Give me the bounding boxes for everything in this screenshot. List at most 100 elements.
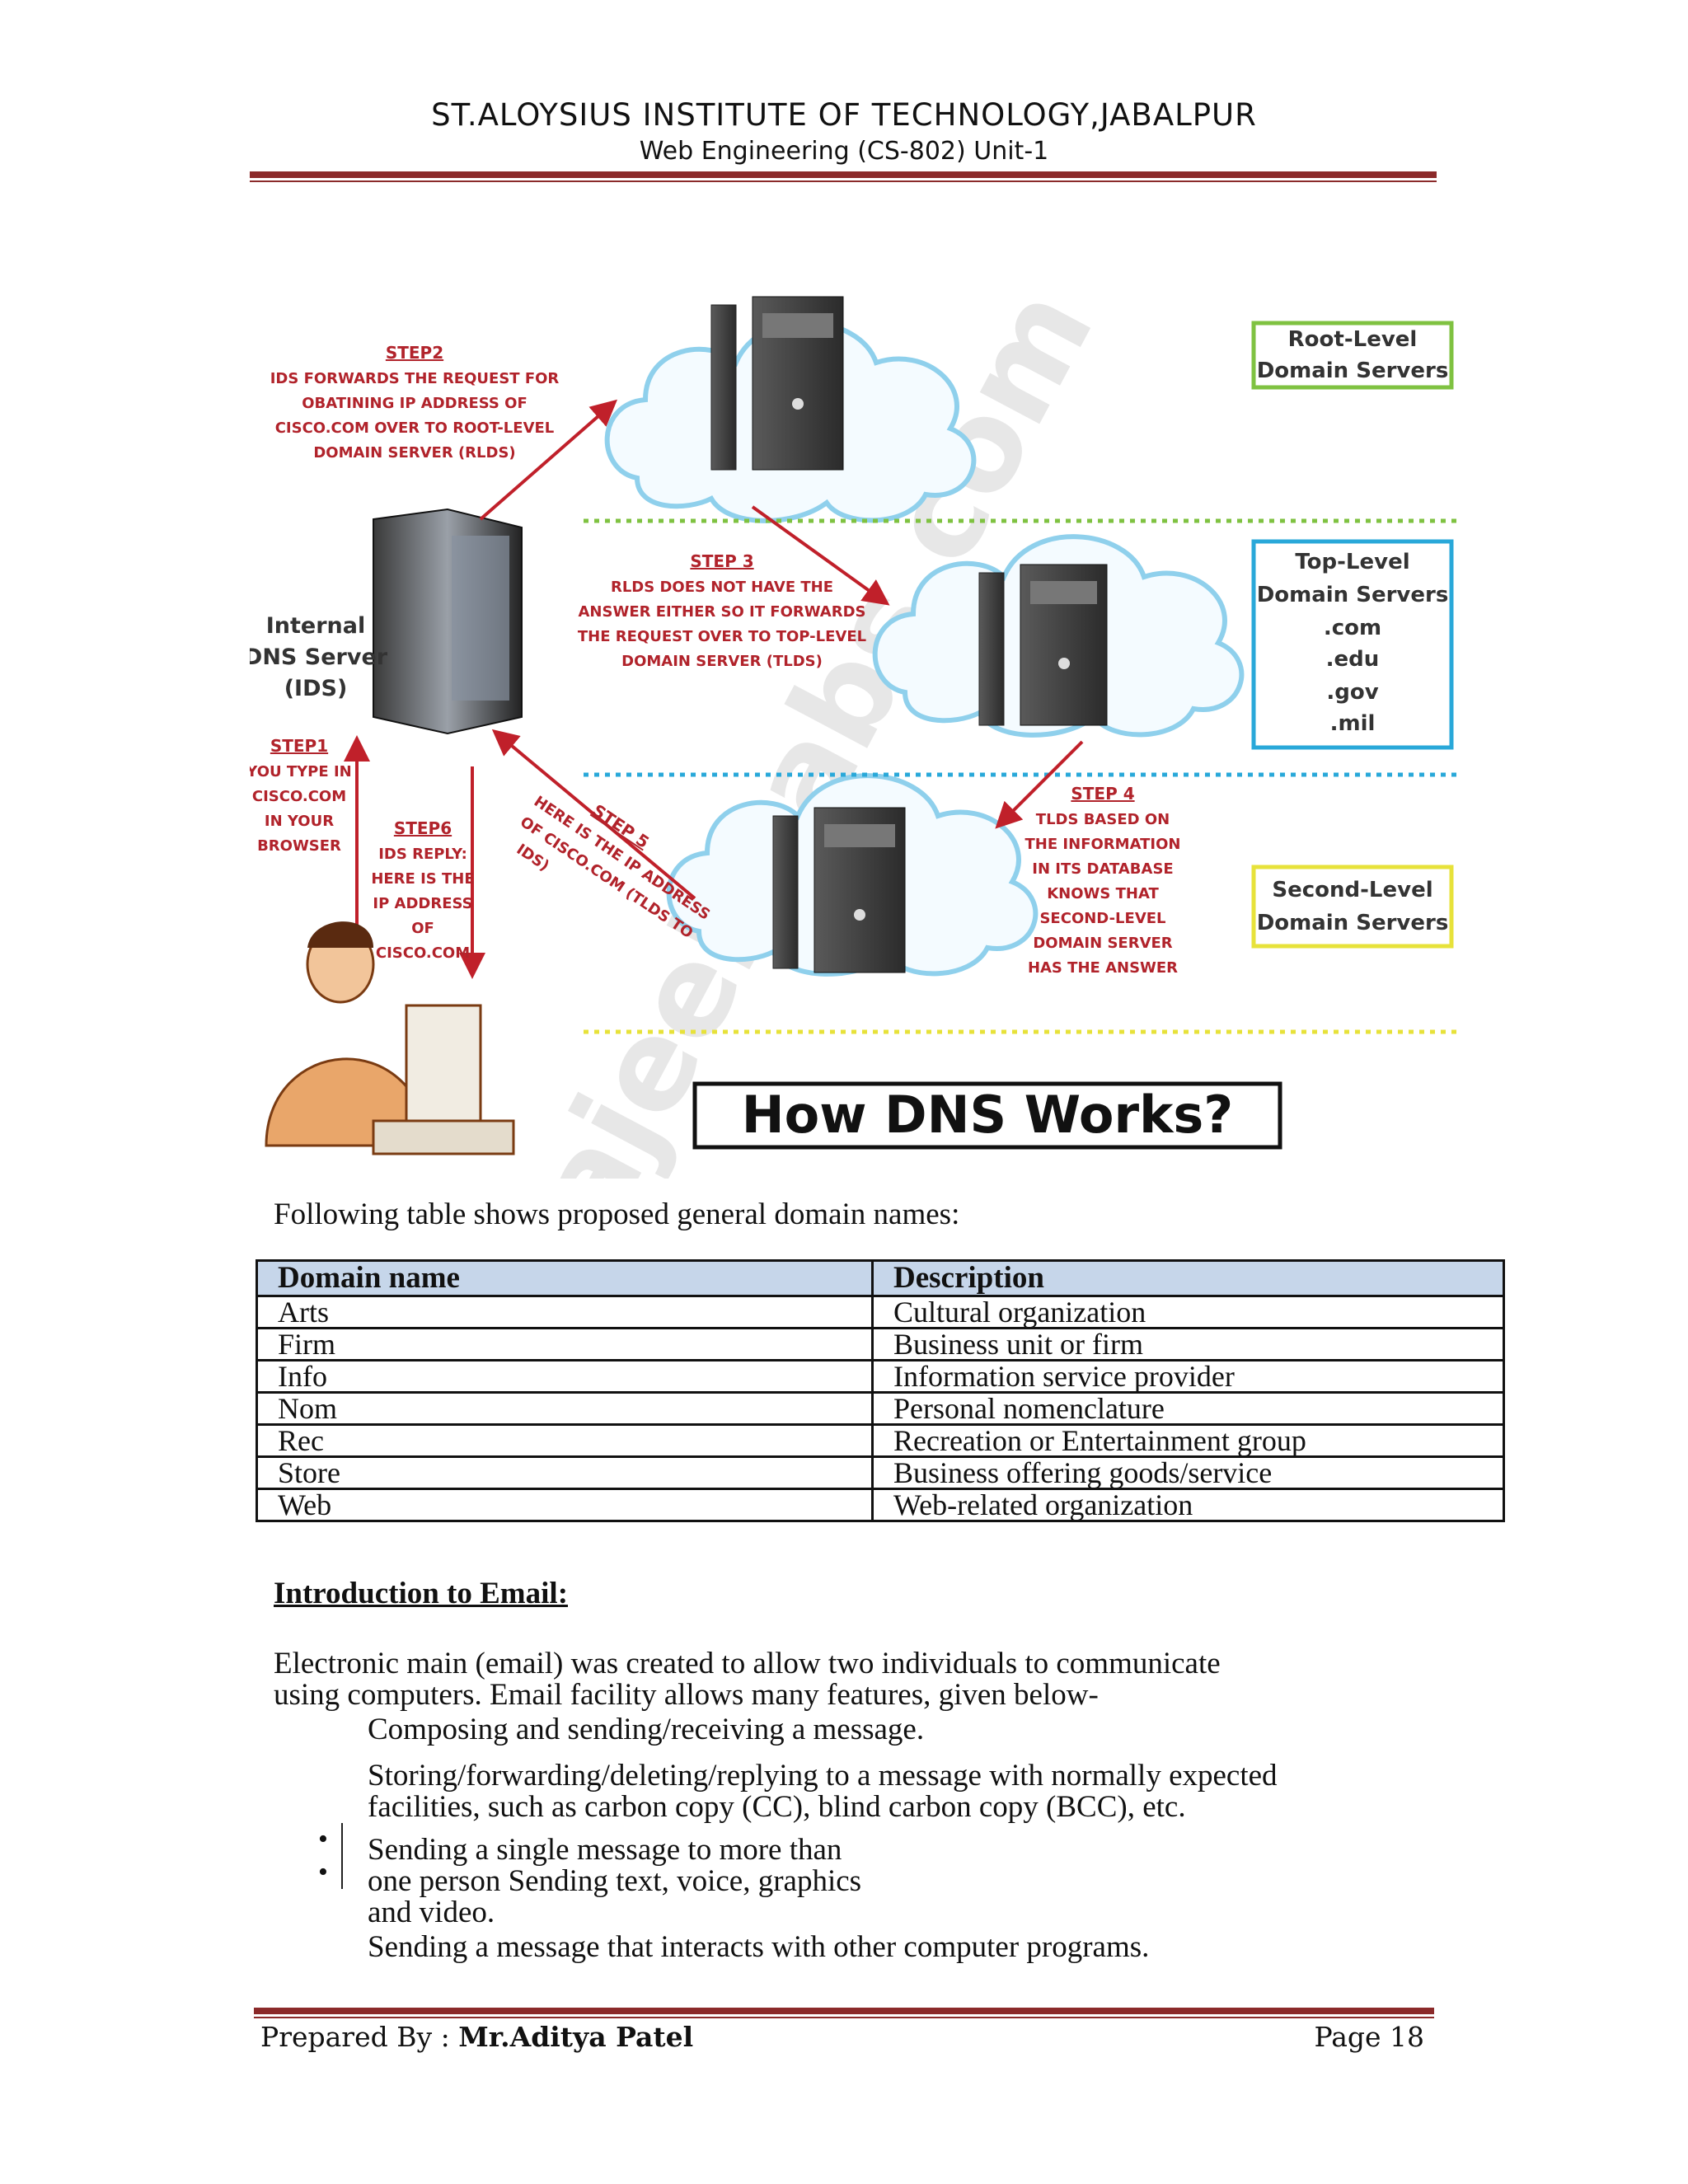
ids-label-3: (IDS) [284,676,348,701]
domain-cell: Rec [256,1423,874,1458]
step2-text: STEP2 IDS FORWARDS THE REQUEST FOR OBATI… [270,343,560,462]
page-number: Page 18 [1314,2021,1424,2053]
page-header-subtitle: Web Engineering (CS-802) Unit-1 [639,137,1049,166]
svg-text:THE REQUEST OVER TO TOP-LEVEL: THE REQUEST OVER TO TOP-LEVEL [578,628,866,645]
step1-text: STEP1 YOU TYPE IN CISCO.COM IN YOUR BROW… [250,736,352,855]
table-intro-text: Following table shows proposed general d… [274,1197,960,1231]
user-at-computer-icon [265,921,515,1155]
bullet-divider [341,1823,343,1889]
description-cell: Personal nomenclature [871,1391,1505,1426]
svg-text:THE INFORMATION: THE INFORMATION [1025,836,1181,853]
table-header-row: Domain name Description [256,1259,1505,1297]
cloud-top [872,534,1245,738]
domain-cell: Web [256,1488,874,1522]
svg-text:How DNS Works?: How DNS Works? [742,1085,1233,1145]
domain-cell: Info [256,1359,874,1394]
domain-cell: Arts [256,1295,874,1329]
ids-label-2: DNS Server [250,644,388,670]
prepared-label: Prepared By : [260,2021,459,2053]
column-header-domain-name: Domain name [256,1259,874,1297]
header-rule [250,171,1437,182]
paragraph-line: Electronic main (email) was created to a… [274,1647,1221,1680]
svg-text:IDS REPLY:: IDS REPLY: [378,846,467,863]
svg-text:Second-Level: Second-Level [1272,878,1432,902]
svg-text:OF: OF [411,920,434,937]
svg-text:STEP 4: STEP 4 [1071,784,1134,804]
svg-text:Root-Level: Root-Level [1288,327,1418,352]
description-cell: Web-related organization [871,1488,1505,1522]
bullet-icon: • [318,1824,328,1854]
svg-text:IN ITS DATABASE: IN ITS DATABASE [1032,860,1173,878]
svg-text:YOU TYPE IN: YOU TYPE IN [250,763,352,780]
paragraph-line: using computers. Email facility allows m… [274,1678,1099,1712]
svg-text:.com: .com [1324,616,1381,640]
svg-text:KNOWS THAT: KNOWS THAT [1047,885,1159,902]
domain-cell: Firm [256,1327,874,1361]
svg-text:DOMAIN SERVER (RLDS): DOMAIN SERVER (RLDS) [313,444,515,462]
cloud-root [604,296,977,523]
svg-text:TLDS BASED ON: TLDS BASED ON [1036,811,1170,828]
svg-text:OBATINING IP ADDRESS OF: OBATINING IP ADDRESS OF [302,395,528,412]
section-title-email: Introduction to Email: [274,1577,569,1610]
svg-text:.edu: .edu [1326,647,1380,672]
top-level-box: Top-Level Domain Servers .com .edu .gov … [1251,539,1454,750]
cloud-second [666,773,1039,977]
bullet-markers: • • [318,1823,328,1889]
email-intro-paragraph: Electronic main (email) was created to a… [274,1648,1345,1711]
svg-text:HAS THE ANSWER: HAS THE ANSWER [1028,959,1178,977]
step3-text: STEP 3 RLDS DOES NOT HAVE THE ANSWER EIT… [578,551,866,670]
svg-text:SECOND-LEVEL: SECOND-LEVEL [1039,910,1165,927]
svg-text:Domain Servers: Domain Servers [1257,583,1449,607]
description-cell: Cultural organization [871,1295,1505,1329]
second-level-box: Second-Level Domain Servers [1251,865,1454,949]
bullet-icon: • [318,1857,328,1887]
svg-text:BROWSER: BROWSER [257,837,341,855]
list-item: Composing and sending/receiving a messag… [368,1713,925,1746]
domain-cell: Store [256,1455,874,1490]
svg-text:DOMAIN SERVER: DOMAIN SERVER [1033,935,1172,952]
description-cell: Business offering goods/service [871,1455,1505,1490]
svg-text:Domain Servers: Domain Servers [1257,359,1449,383]
description-cell: Business unit or firm [871,1327,1505,1361]
list-item: Sending a single message to more than on… [368,1833,862,1929]
svg-text:IDS FORWARDS THE REQUEST FOR: IDS FORWARDS THE REQUEST FOR [270,370,560,387]
ids-label-1: Internal [266,613,366,639]
domain-cell: Nom [256,1391,874,1426]
svg-text:STEP 3: STEP 3 [690,551,753,571]
diagram-title: How DNS Works? [692,1081,1282,1150]
svg-text:Top-Level: Top-Level [1295,550,1409,574]
step6-text: STEP6 IDS REPLY: HERE IS THE IP ADDRESS … [371,818,474,962]
svg-text:CISCO.COM OVER TO ROOT-LEVEL: CISCO.COM OVER TO ROOT-LEVEL [275,419,555,437]
step-arrows [344,399,1084,979]
page-header-title: ST.ALOYSIUS INSTITUTE OF TECHNOLOGY,JABA… [431,97,1257,133]
list-item: Sending a message that interacts with ot… [368,1930,1150,1964]
step4-text: STEP 4 TLDS BASED ON THE INFORMATION IN … [1025,784,1181,977]
svg-text:CISCO.COM: CISCO.COM [376,944,470,962]
svg-text:STEP2: STEP2 [386,343,443,363]
description-cell: Recreation or Entertainment group [871,1423,1505,1458]
svg-text:RLDS DOES NOT HAVE THE: RLDS DOES NOT HAVE THE [611,579,833,596]
svg-text:.mil: .mil [1330,711,1376,736]
svg-text:DOMAIN SERVER (TLDS): DOMAIN SERVER (TLDS) [621,653,823,670]
svg-text:IP ADDRESS: IP ADDRESS [373,895,472,912]
svg-text:CISCO.COM: CISCO.COM [252,788,346,805]
svg-text:IN YOUR: IN YOUR [265,813,334,830]
svg-text:HERE IS THE: HERE IS THE [371,870,474,888]
list-item: Storing/forwarding/deleting/replying to … [368,1759,1278,1824]
root-level-box: Root-Level Domain Servers [1251,321,1454,390]
description-cell: Information service provider [871,1359,1505,1394]
svg-text:Domain Servers: Domain Servers [1257,911,1449,935]
dns-diagram: NajeebLabs.com Root-Level Domain Servers… [250,266,1461,1179]
author-name: Mr.Aditya Patel [458,2021,694,2053]
svg-text:STEP6: STEP6 [394,818,452,838]
footer-rule [254,2008,1434,2018]
svg-text:STEP1: STEP1 [270,736,328,756]
ids-server-icon [373,508,523,735]
